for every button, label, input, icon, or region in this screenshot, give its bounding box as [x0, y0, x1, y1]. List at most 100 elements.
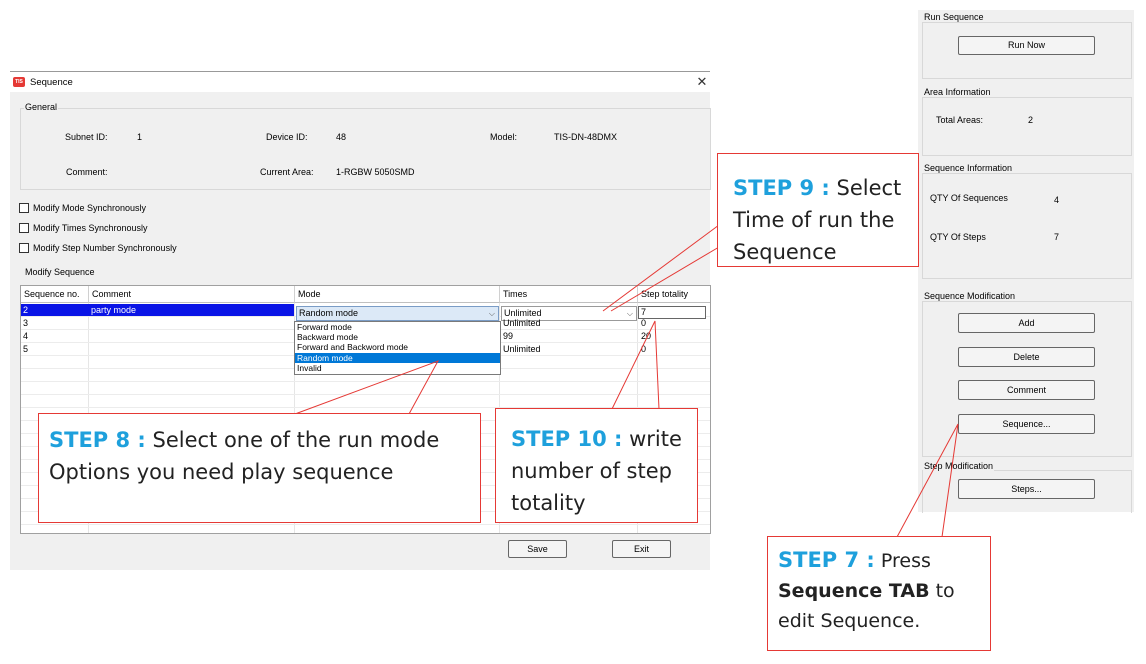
mode-option[interactable]: Forward mode [297, 322, 352, 332]
comment-label: Comment: [66, 167, 108, 177]
app-logo-icon: TIS [13, 77, 25, 87]
delete-button[interactable]: Delete [958, 347, 1095, 367]
area-information-label: Area Information [923, 87, 992, 97]
general-group-label: General [24, 102, 59, 112]
general-group [20, 108, 711, 190]
sequence-button[interactable]: Sequence... [958, 414, 1095, 434]
checkbox-box[interactable] [19, 223, 29, 233]
add-button[interactable]: Add [958, 313, 1095, 333]
qty-of-steps-value: 7 [1054, 232, 1060, 242]
checkbox-label: Modify Mode Synchronously [33, 203, 147, 213]
mode-combobox[interactable]: Random mode ⌵ [296, 306, 499, 321]
modify-sequence-label: Modify Sequence [25, 267, 95, 277]
step9-text: Sequence [733, 240, 837, 264]
qty-of-steps-label: QTY Of Steps [930, 232, 986, 242]
step10-pointer [611, 320, 660, 410]
checkbox-box[interactable] [19, 203, 29, 213]
model-value: TIS-DN-48DMX [554, 132, 618, 142]
table-cell-step-totality[interactable]: 0 [641, 318, 647, 328]
run-sequence-label: Run Sequence [923, 12, 985, 22]
table-cell-times[interactable]: Unlimited [503, 344, 541, 354]
row-divider [21, 524, 710, 525]
subnet-id-value: 1 [137, 132, 143, 142]
sequence-modification-group [922, 301, 1132, 457]
step7-text: to [929, 580, 955, 602]
right-panel: Run Sequence Run Now Area Information To… [918, 10, 1134, 513]
mode-dropdown-list: Forward mode Backward mode Forward and B… [294, 321, 501, 375]
times-combobox[interactable]: Unlimited ⌵ [501, 306, 637, 321]
exit-button[interactable]: Exit [612, 540, 671, 558]
modify-times-checkbox[interactable]: Modify Times Synchronously [19, 223, 148, 233]
title-bar: TIS Sequence ✕ [10, 72, 710, 92]
qty-of-sequences-label: QTY Of Sequences [930, 193, 1008, 203]
mode-option[interactable]: Backward mode [297, 332, 358, 343]
total-areas-value: 2 [1028, 115, 1034, 125]
column-header-comment[interactable]: Comment [89, 286, 295, 303]
area-information-group [922, 97, 1132, 156]
chevron-down-icon[interactable]: ⌵ [488, 309, 495, 318]
mode-option[interactable]: Forward and Backword mode [297, 342, 409, 353]
window-title: Sequence [30, 77, 73, 88]
steps-button[interactable]: Steps... [958, 479, 1095, 499]
column-header-step-totality[interactable]: Step totality [638, 286, 710, 303]
current-area-value: 1-RGBW 5050SMD [336, 167, 415, 177]
step10-callout: STEP 10 : write number of step totality [495, 408, 698, 523]
step10-text: totality [511, 491, 586, 515]
step7-callout: STEP 7 : Press Sequence TAB to edit Sequ… [767, 536, 991, 651]
column-header-mode[interactable]: Mode [295, 286, 500, 303]
table-cell-step-totality[interactable]: 20 [641, 331, 652, 341]
run-now-button[interactable]: Run Now [958, 36, 1095, 55]
checkbox-label: Modify Step Number Synchronously [33, 243, 177, 253]
row-divider [21, 381, 710, 382]
step-totality-input[interactable]: 7 [638, 306, 706, 319]
device-id-value: 48 [336, 132, 347, 142]
row-divider [21, 394, 710, 395]
table-cell-sequence-no[interactable]: 5 [23, 344, 29, 354]
close-icon[interactable]: ✕ [696, 74, 708, 89]
table-cell-times[interactable]: 99 [503, 331, 514, 341]
total-areas-label: Total Areas: [936, 115, 984, 125]
step8-text: Options you need play sequence [49, 460, 394, 484]
subnet-id-label: Subnet ID: [65, 132, 108, 142]
chevron-down-icon[interactable]: ⌵ [626, 309, 633, 318]
step8-pointer [294, 360, 440, 415]
step9-callout: STEP 9 : Select Time of run the Sequence [717, 153, 919, 267]
model-label: Model: [490, 132, 518, 142]
column-header-times[interactable]: Times [500, 286, 638, 303]
sequence-information-label: Sequence Information [923, 163, 1014, 173]
sequence-modification-label: Sequence Modification [923, 291, 1017, 301]
step8-heading: STEP 8 : [49, 428, 146, 452]
step7-heading: STEP 7 : [778, 548, 875, 572]
save-button[interactable]: Save [508, 540, 567, 558]
step9-text: Time of run the [733, 208, 895, 232]
step-modification-label: Step Modification [923, 461, 995, 471]
step8-text: Select one of the run mode [145, 428, 440, 452]
step10-text: number of step [511, 459, 672, 483]
step8-callout: STEP 8 : Select one of the run mode Opti… [38, 413, 481, 523]
table-cell-times[interactable]: Unlimited [503, 318, 541, 328]
step7-text: Press [874, 550, 931, 572]
table-cell-comment[interactable]: party mode [89, 304, 294, 316]
row-divider [21, 407, 710, 408]
mode-option-selected[interactable]: Random mode [295, 352, 500, 363]
step7-bold-text: Sequence TAB [778, 580, 930, 602]
step7-pointer [896, 423, 959, 538]
step9-heading: STEP 9 : [733, 176, 830, 200]
sequence-information-group [922, 173, 1132, 279]
checkbox-box[interactable] [19, 243, 29, 253]
step-modification-group [922, 470, 1132, 513]
table-cell-sequence-no[interactable]: 4 [23, 331, 29, 341]
table-cell-sequence-no[interactable]: 3 [23, 318, 29, 328]
mode-option[interactable]: Invalid [297, 362, 322, 373]
comment-button[interactable]: Comment [958, 380, 1095, 400]
modify-mode-checkbox[interactable]: Modify Mode Synchronously [19, 203, 146, 213]
step10-text: write [622, 427, 682, 451]
column-header-sequence-no[interactable]: Sequence no. [21, 286, 89, 303]
modify-step-number-checkbox[interactable]: Modify Step Number Synchronously [19, 243, 177, 253]
run-sequence-group [922, 22, 1132, 79]
current-area-label: Current Area: [260, 167, 314, 177]
table-cell-sequence-no[interactable]: 2 [21, 304, 89, 316]
step9-pointer [602, 224, 720, 312]
table-cell-step-totality[interactable]: 0 [641, 344, 647, 354]
